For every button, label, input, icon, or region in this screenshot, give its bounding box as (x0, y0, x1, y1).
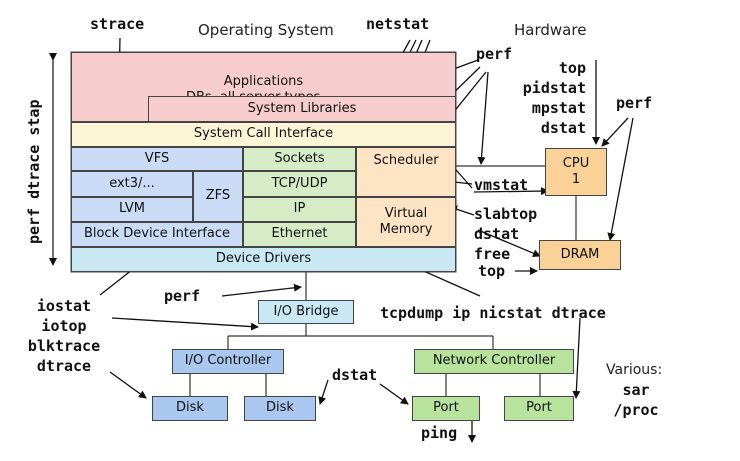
dram-box: DRAM (539, 240, 621, 270)
network-tools: tcpdump ip nicstat dtrace (380, 304, 606, 322)
io-tools-group: iostat iotop blktrace dtrace (27, 297, 101, 375)
system-libraries-box: System Libraries (148, 96, 456, 122)
netstat-tool: netstat (366, 15, 430, 33)
various-label: Various: (606, 362, 663, 378)
sockets-box: Sockets (243, 147, 356, 171)
network-controller-box: Network Controller (414, 349, 574, 374)
applications-label: Applications (223, 73, 304, 89)
disk-box: Disk (152, 396, 228, 421)
scheduler-box: Scheduler (356, 147, 456, 197)
vfs-box: VFS (71, 147, 243, 171)
port-box: Port (412, 396, 480, 421)
various-tools: sar /proc (613, 381, 659, 419)
io-bridge-box: I/O Bridge (258, 300, 354, 324)
lvm-box: LVM (71, 197, 193, 222)
block-device-interface-box: Block Device Interface (71, 222, 243, 247)
dstat-tool: dstat (332, 366, 378, 384)
virtual-memory-box: Virtual Memory (356, 197, 456, 247)
ext3-box: ext3/... (71, 171, 193, 197)
disk-box: Disk (244, 396, 316, 421)
tcp-udp-box: TCP/UDP (243, 171, 356, 197)
ethernet-box: Ethernet (243, 222, 356, 247)
top-tool: top (478, 262, 506, 280)
perf-cpu-tool: perf (616, 94, 653, 112)
perf-driver-tool: perf (164, 287, 201, 305)
perf-dtrace-stap-label: perf dtrace stap (25, 99, 43, 245)
device-drivers-box: Device Drivers (71, 247, 456, 272)
hardware-header: Hardware (514, 21, 587, 39)
io-controller-box: I/O Controller (172, 349, 284, 374)
perf-tool: perf (476, 45, 513, 63)
ping-tool: ping (421, 424, 458, 442)
cpu-tools-group: top pidstat mpstat dstat (522, 59, 586, 137)
ip-box: IP (243, 197, 356, 222)
cpu-box: CPU 1 (545, 148, 607, 196)
zfs-box: ZFS (193, 171, 243, 222)
system-call-interface-box: System Call Interface (71, 122, 456, 147)
vmstat-tool: vmstat (474, 176, 529, 194)
strace-tool: strace (90, 15, 145, 33)
operating-system-header: Operating System (198, 21, 334, 39)
port-box: Port (504, 396, 574, 421)
memory-tools-group: slabtop dstat free (474, 205, 538, 263)
